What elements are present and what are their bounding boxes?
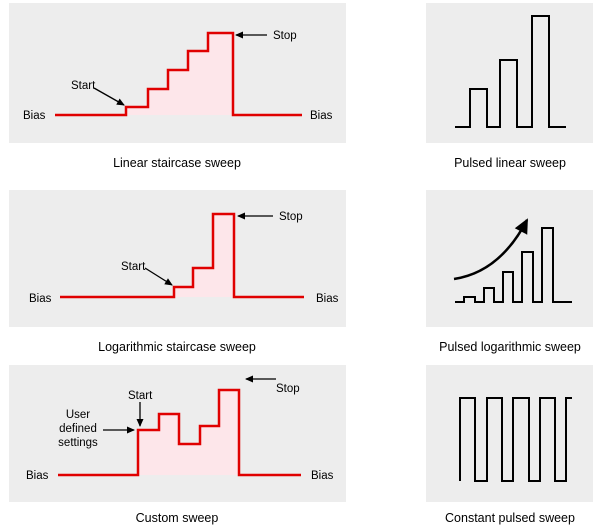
- bias-right-label: Bias: [316, 293, 339, 305]
- user-settings-label-line-2: defined: [59, 423, 97, 435]
- panel-caption: Pulsed logarithmic sweep: [439, 340, 581, 354]
- panel-pulsed-linear: Pulsed linear sweep: [426, 3, 593, 170]
- bias-left-label: Bias: [26, 470, 49, 482]
- staircase-waveform: [60, 212, 304, 299]
- pulse-train: [459, 397, 572, 482]
- pulse-train: [455, 227, 572, 303]
- start-label: Start: [121, 261, 146, 273]
- start-arrow: [93, 87, 125, 106]
- panel-background: [426, 3, 593, 143]
- panel-pulsed-logarithmic: Pulsed logarithmic sweep: [426, 190, 593, 354]
- sweep-fill: [174, 214, 234, 297]
- stop-label: Stop: [273, 30, 297, 42]
- bias-left-label: Bias: [23, 110, 46, 122]
- panel-background: [9, 190, 346, 327]
- user-settings-label-line-1: User: [66, 409, 90, 421]
- user-settings-label-line-3: settings: [58, 437, 98, 449]
- panel-custom: Bias Bias Start Stop User defined settin…: [9, 365, 346, 525]
- custom-waveform: [58, 388, 301, 477]
- stop-label: Stop: [276, 383, 300, 395]
- panel-background: [426, 190, 593, 327]
- panel-caption: Logarithmic staircase sweep: [98, 340, 256, 354]
- panel-constant-pulsed: Constant pulsed sweep: [426, 365, 593, 525]
- stop-label: Stop: [279, 211, 303, 223]
- pulse-train: [455, 15, 566, 128]
- panel-logarithmic-staircase: Bias Bias Start Stop Logarithmic stairca…: [9, 190, 346, 354]
- start-label: Start: [128, 390, 153, 402]
- sweep-fill: [126, 33, 233, 115]
- start-arrow: [144, 267, 173, 286]
- panel-linear-staircase: Bias Bias Start Stop Linear staircase sw…: [9, 3, 346, 170]
- panel-caption: Pulsed linear sweep: [454, 156, 566, 170]
- panel-caption: Custom sweep: [136, 511, 219, 525]
- bias-right-label: Bias: [310, 110, 333, 122]
- staircase-waveform: [55, 31, 302, 117]
- sweep-fill: [138, 390, 239, 475]
- bias-left-label: Bias: [29, 293, 52, 305]
- start-label: Start: [71, 80, 96, 92]
- bias-right-label: Bias: [311, 470, 334, 482]
- growth-arrow-icon: [453, 218, 529, 281]
- panel-caption: Constant pulsed sweep: [445, 511, 575, 525]
- panel-caption: Linear staircase sweep: [113, 156, 241, 170]
